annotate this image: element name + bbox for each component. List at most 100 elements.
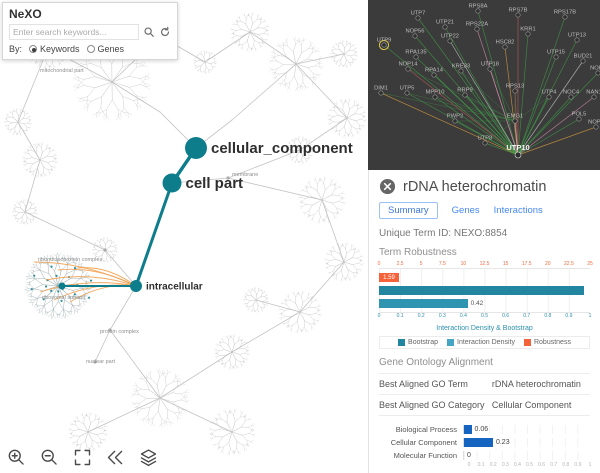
search-input[interactable] [9, 24, 139, 40]
close-icon [379, 178, 396, 195]
radio-keywords-control[interactable] [29, 45, 38, 53]
gene-node[interactable]: NOP6 [588, 120, 600, 130]
zoom-fit-button[interactable] [71, 446, 93, 468]
alignment-section-label: Gene Ontology Alignment [379, 357, 493, 368]
gene-node[interactable]: MPP10 [425, 90, 445, 100]
gene-node[interactable]: UTP8 [478, 136, 493, 146]
gene-node[interactable]: NAN1 [586, 90, 600, 100]
gene-node[interactable]: RPS17B [554, 10, 576, 20]
gene-node[interactable]: UTP5 [400, 86, 415, 96]
gene-node[interactable]: RRP9 [457, 88, 473, 98]
layers-button[interactable] [137, 446, 159, 468]
tab-interactions[interactable]: Interactions [493, 205, 543, 216]
gene-node[interactable]: EMG1 [507, 114, 523, 124]
gene-node-label: UTP15 [547, 50, 565, 56]
tree-term-label: membrane [232, 172, 258, 178]
term-node[interactable]: cell part [162, 173, 244, 193]
alignment-row-label: Best Aligned GO Category [379, 400, 485, 410]
gene-node[interactable]: NOP56 [405, 29, 425, 39]
interaction-network-canvas[interactable]: UTP7 RPS8A RPS7B RPS17B UTP21 RPS22A NOP56UTP2… [368, 0, 600, 170]
gene-node-label: UTP22 [441, 34, 459, 40]
radio-keywords-label: Keywords [40, 44, 80, 54]
gene-node-label: EMG1 [507, 114, 523, 120]
gene-node-label: UTP13 [568, 33, 586, 39]
term-node[interactable]: cellular_component [185, 137, 353, 159]
gene-node[interactable]: UTP21 [436, 20, 454, 30]
gene-node[interactable]: RPS13 [506, 84, 524, 94]
gene-node[interactable]: NOP14 [398, 62, 418, 72]
interaction-density-bar: 0.42 [379, 299, 590, 308]
gene-node[interactable]: UTP22 [441, 34, 459, 44]
gene-node-label: UTP18 [481, 62, 499, 68]
radio-genes-label: Genes [97, 44, 125, 54]
gene-node[interactable]: UTP10 [506, 143, 530, 159]
gene-node[interactable]: HSC82 [496, 40, 515, 50]
robustness-axis-label: Interaction Density & Bootstrap [436, 325, 533, 332]
gene-node[interactable]: RPA135 [405, 50, 427, 60]
tab-summary[interactable]: Summary [379, 202, 438, 219]
alignment-row-label: Best Aligned GO Term [379, 379, 468, 389]
search-icon[interactable] [143, 26, 155, 38]
gene-node[interactable]: RPS7B [508, 8, 528, 18]
radio-keywords[interactable]: Keywords [29, 44, 80, 54]
gene-node[interactable]: UTP18 [481, 62, 499, 72]
gene-node-label: RPA14 [425, 68, 444, 74]
gene-node-label: UTP21 [436, 20, 454, 26]
gene-node[interactable]: RPS8A [468, 4, 488, 14]
gene-node[interactable]: BUD21 [574, 54, 593, 64]
zoom-in-button[interactable] [5, 446, 27, 468]
collapse-tree-button[interactable] [104, 446, 126, 468]
radio-genes-control[interactable] [86, 45, 95, 53]
tab-genes[interactable]: Genes [451, 205, 480, 216]
zoom-in-icon [8, 449, 24, 465]
gene-node[interactable]: UTP4 [542, 90, 558, 100]
term-node[interactable]: intracellular [130, 280, 203, 292]
gene-node[interactable]: UTP7 [411, 11, 426, 21]
gene-node-label: NOP6 [588, 120, 600, 126]
refresh-icon[interactable] [159, 26, 171, 38]
gene-node[interactable]: NOC4 [563, 90, 580, 100]
gene-node-label: DIM1 [374, 86, 388, 92]
tree-term-label: ribosomal subunit [42, 295, 86, 301]
gene-node-label: PWP2 [447, 114, 463, 120]
gene-node[interactable]: UTP9 [377, 38, 392, 51]
term-detail-panel: rDNA heterochromatin Summary Genes Inter… [368, 170, 600, 473]
gene-node[interactable]: RPS22A [466, 22, 488, 32]
table-row: Best Aligned GO Term rDNA heterochromati… [379, 373, 590, 394]
gene-node[interactable]: NOP1 [590, 66, 600, 76]
gene-node[interactable]: UTP13 [568, 33, 586, 43]
layers-icon [140, 448, 156, 466]
zoom-out-icon [41, 449, 57, 465]
gene-node-label: RPA135 [405, 50, 426, 56]
detail-header: rDNA heterochromatin [379, 178, 590, 195]
gene-node[interactable]: UTP15 [547, 50, 565, 60]
zoom-fit-icon [74, 449, 90, 465]
zoom-out-button[interactable] [38, 446, 60, 468]
gene-node-label: RPS22A [466, 22, 488, 28]
unique-term-id: Unique Term ID: NEXO:8854 [379, 228, 508, 239]
gene-node-label: RPS13 [506, 84, 524, 90]
collapse-tree-icon [107, 450, 122, 464]
gene-node[interactable]: PWP2 [447, 114, 463, 124]
term-node-label: cell part [186, 175, 244, 192]
gene-node[interactable]: POL5 [572, 112, 587, 122]
close-button[interactable] [379, 178, 396, 195]
gene-node-label: UTP4 [542, 90, 558, 96]
bootstrap-bar [379, 286, 590, 295]
gene-node[interactable]: KRR1 [520, 27, 536, 37]
gene-node-label: KRR1 [520, 27, 535, 33]
gene-node[interactable]: DIM1 [374, 86, 388, 96]
radio-genes[interactable]: Genes [86, 44, 125, 54]
gene-node[interactable]: KRE33 [452, 64, 470, 74]
gene-node[interactable]: RPA14 [425, 68, 444, 78]
